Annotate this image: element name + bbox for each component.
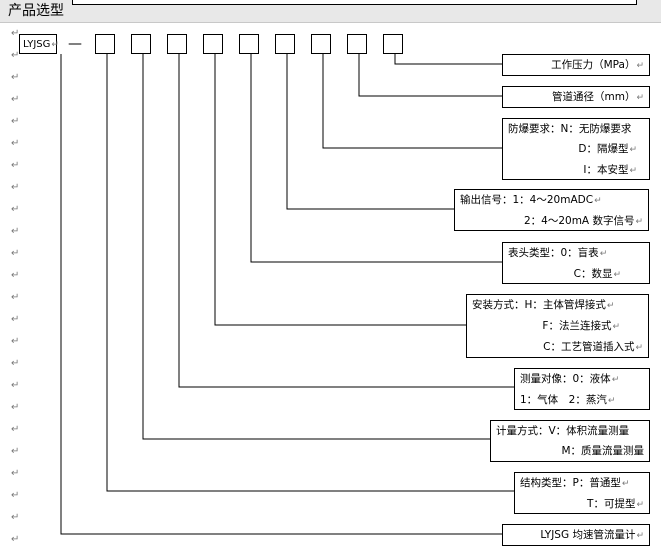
- model-code-box: LYJSG↵: [19, 34, 59, 54]
- box-line: 工作压力（MPa）↵: [551, 59, 644, 71]
- box-meterhead: 表头类型：0：盲表↵ C：数显↵: [502, 242, 650, 284]
- selection-slot: [167, 34, 187, 54]
- selection-slot: [203, 34, 223, 54]
- selection-slot: [131, 34, 151, 54]
- box-structure: 结构类型：P：普通型↵ T：可提型↵: [514, 472, 650, 514]
- box-line: I：本安型↵: [583, 164, 637, 176]
- box-line: 管道通径（mm）↵: [551, 91, 644, 103]
- box-name: LYJSG 均速管流量计↵: [502, 524, 650, 546]
- paragraph-mark-icon: ↵: [11, 94, 20, 105]
- paragraph-mark-icon: ↵: [11, 468, 20, 479]
- box-line: M：质量流量测量: [561, 445, 644, 457]
- box-line: C：数显↵: [573, 268, 621, 280]
- paragraph-mark-icon: ↵: [11, 424, 20, 435]
- paragraph-mark-icon: ↵: [11, 490, 20, 501]
- model-code-label: LYJSG: [23, 39, 51, 50]
- paragraph-mark-icon: ↵: [11, 314, 20, 325]
- model-dash: —: [68, 36, 82, 52]
- paragraph-mark-icon: ↵: [11, 358, 20, 369]
- connector-line: [106, 54, 514, 492]
- box-medium: 测量对像：0：液体↵ 1：气体 2：蒸汽↵: [514, 368, 650, 410]
- selection-slot: [239, 34, 259, 54]
- paragraph-mark-icon: ↵: [11, 28, 20, 39]
- connector-line: [322, 54, 502, 149]
- box-line: 测量对像：0：液体↵: [520, 373, 620, 385]
- paragraph-mark-icon: ↵: [11, 50, 20, 61]
- paragraph-mark-icon: ↵: [11, 182, 20, 193]
- paragraph-mark-icon: ↵: [51, 40, 59, 50]
- box-explosion: 防爆要求：N：无防爆要求 D：隔爆型↵ I：本安型↵: [502, 118, 650, 180]
- selection-slot: [311, 34, 331, 54]
- box-line: 防爆要求：N：无防爆要求: [508, 123, 632, 135]
- connector-line: [178, 54, 514, 388]
- paragraph-mark-icon: ↵: [11, 204, 20, 215]
- box-metering: 计量方式：V：体积流量测量 M：质量流量测量: [490, 420, 650, 462]
- paragraph-mark-icon: ↵: [11, 534, 20, 545]
- page-title: 产品选型: [8, 3, 64, 19]
- connector-line: [250, 54, 502, 263]
- paragraph-mark-icon: ↵: [11, 402, 20, 413]
- paragraph-mark-icon: ↵: [11, 336, 20, 347]
- paragraph-mark-icon: ↵: [11, 292, 20, 303]
- selection-slot: [383, 34, 403, 54]
- paragraph-mark-icon: ↵: [11, 226, 20, 237]
- selection-slot: [347, 34, 367, 54]
- box-output: 输出信号：1：4～20mADC↵ 2：4～20mA 数字信号↵: [454, 189, 649, 231]
- connector-line: [358, 54, 502, 97]
- connector-line: [142, 54, 490, 440]
- paragraph-mark-icon: ↵: [11, 116, 20, 127]
- title-bar: 产品选型: [0, 0, 661, 23]
- box-line: 计量方式：V：体积流量测量: [496, 425, 630, 437]
- connector-line: [394, 54, 502, 65]
- paragraph-mark-icon: ↵: [11, 248, 20, 259]
- box-line: 结构类型：P：普通型↵: [520, 477, 630, 489]
- selection-slot: [275, 34, 295, 54]
- box-install: 安装方式：H：主体管焊接式↵ F：法兰连接式↵ C：工艺管道插入式↵: [466, 294, 649, 358]
- paragraph-mark-icon: ↵: [11, 512, 20, 523]
- connector-line: [214, 54, 466, 326]
- box-pressure: 工作压力（MPa）↵: [502, 54, 650, 76]
- paragraph-mark-icon: ↵: [11, 270, 20, 281]
- box-line: F：法兰连接式↵: [542, 320, 620, 332]
- selection-slot: [95, 34, 115, 54]
- paragraph-mark-icon: ↵: [11, 72, 20, 83]
- paragraph-mark-icon: ↵: [11, 160, 20, 171]
- paragraph-mark-icon: ↵: [11, 138, 20, 149]
- box-line: T：可提型↵: [587, 498, 644, 510]
- box-line: 输出信号：1：4～20mADC↵: [460, 194, 602, 206]
- box-line: 安装方式：H：主体管焊接式↵: [472, 299, 615, 311]
- top-frame: [72, 0, 637, 5]
- connector-line: [60, 54, 502, 535]
- box-diameter: 管道通径（mm）↵: [502, 86, 650, 108]
- box-line: 1：气体 2：蒸汽↵: [520, 394, 616, 406]
- paragraph-mark-icon: ↵: [11, 446, 20, 457]
- box-line: 2：4～20mA 数字信号↵: [523, 215, 643, 227]
- box-line: 表头类型：0：盲表↵: [508, 247, 608, 259]
- box-line: D：隔爆型↵: [578, 143, 637, 155]
- paragraph-mark-icon: ↵: [11, 380, 20, 391]
- box-line: LYJSG 均速管流量计↵: [540, 529, 644, 541]
- box-line: C：工艺管道插入式↵: [543, 341, 643, 353]
- connector-line: [286, 54, 454, 210]
